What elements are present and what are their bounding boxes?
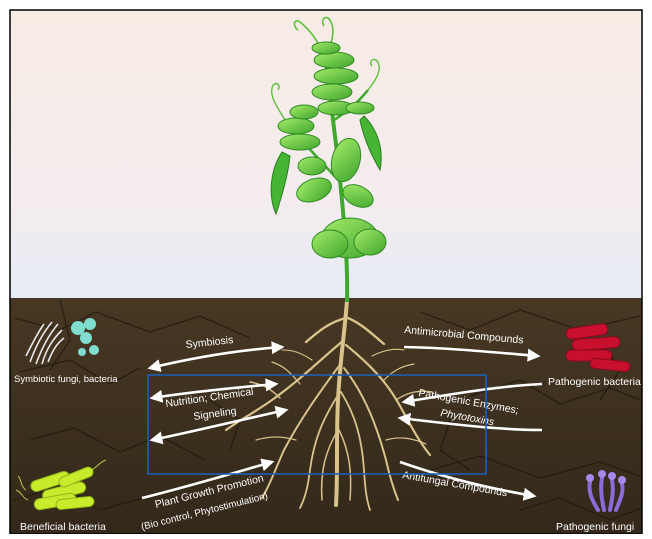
beneficial-label: Beneficial bacteria — [20, 521, 106, 533]
pathogenic-bacteria-label: Pathogenic bacteria — [548, 376, 641, 388]
pathogenic-fungi-label: Pathogenic fungi — [556, 521, 634, 533]
symbiotic-label: Symbiotic fungi, bacteria — [14, 374, 118, 385]
